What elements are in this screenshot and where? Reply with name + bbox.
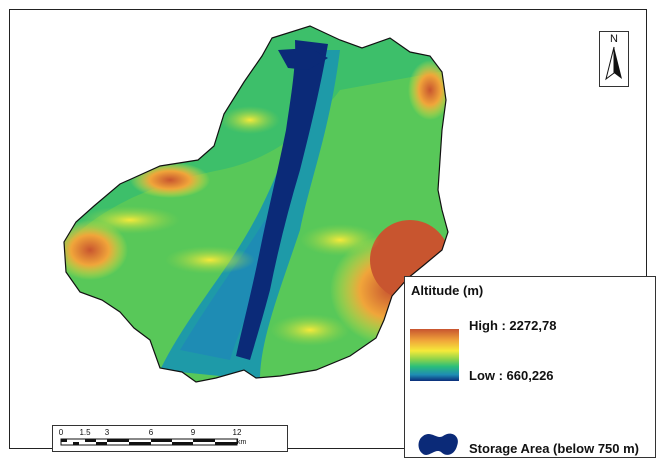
- basin-outline: [63, 25, 449, 383]
- scale-bar-graphic: [60, 438, 238, 446]
- north-arrow: N: [599, 31, 629, 87]
- scale-tick-5: 12: [232, 428, 242, 437]
- storage-area-icon: [418, 433, 458, 455]
- scale-tick-1: 1.5: [79, 428, 91, 437]
- elevation-color-ramp: [410, 329, 459, 381]
- scale-tick-0: 0: [58, 428, 64, 437]
- map-frame: [9, 9, 647, 449]
- scale-tick-3: 6: [148, 428, 154, 437]
- scale-tick-2: 3: [104, 428, 110, 437]
- legend-high-label: High : 2272,78: [469, 318, 557, 333]
- north-arrow-icon: [605, 46, 622, 81]
- north-letter: N: [610, 33, 618, 45]
- scale-unit: km: [237, 439, 247, 446]
- elevation-map[interactable]: [10, 10, 646, 448]
- scale-tick-4: 9: [190, 428, 196, 437]
- legend-panel: Altitude (m) High : 2272,78 Low : 660,22…: [404, 276, 656, 458]
- scale-bar: 0 1.5 3 6 9 12 km: [52, 425, 288, 452]
- legend-storage-label: Storage Area (below 750 m): [469, 441, 640, 456]
- legend-low-label: Low : 660,226: [469, 368, 554, 383]
- legend-title: Altitude (m): [411, 283, 484, 298]
